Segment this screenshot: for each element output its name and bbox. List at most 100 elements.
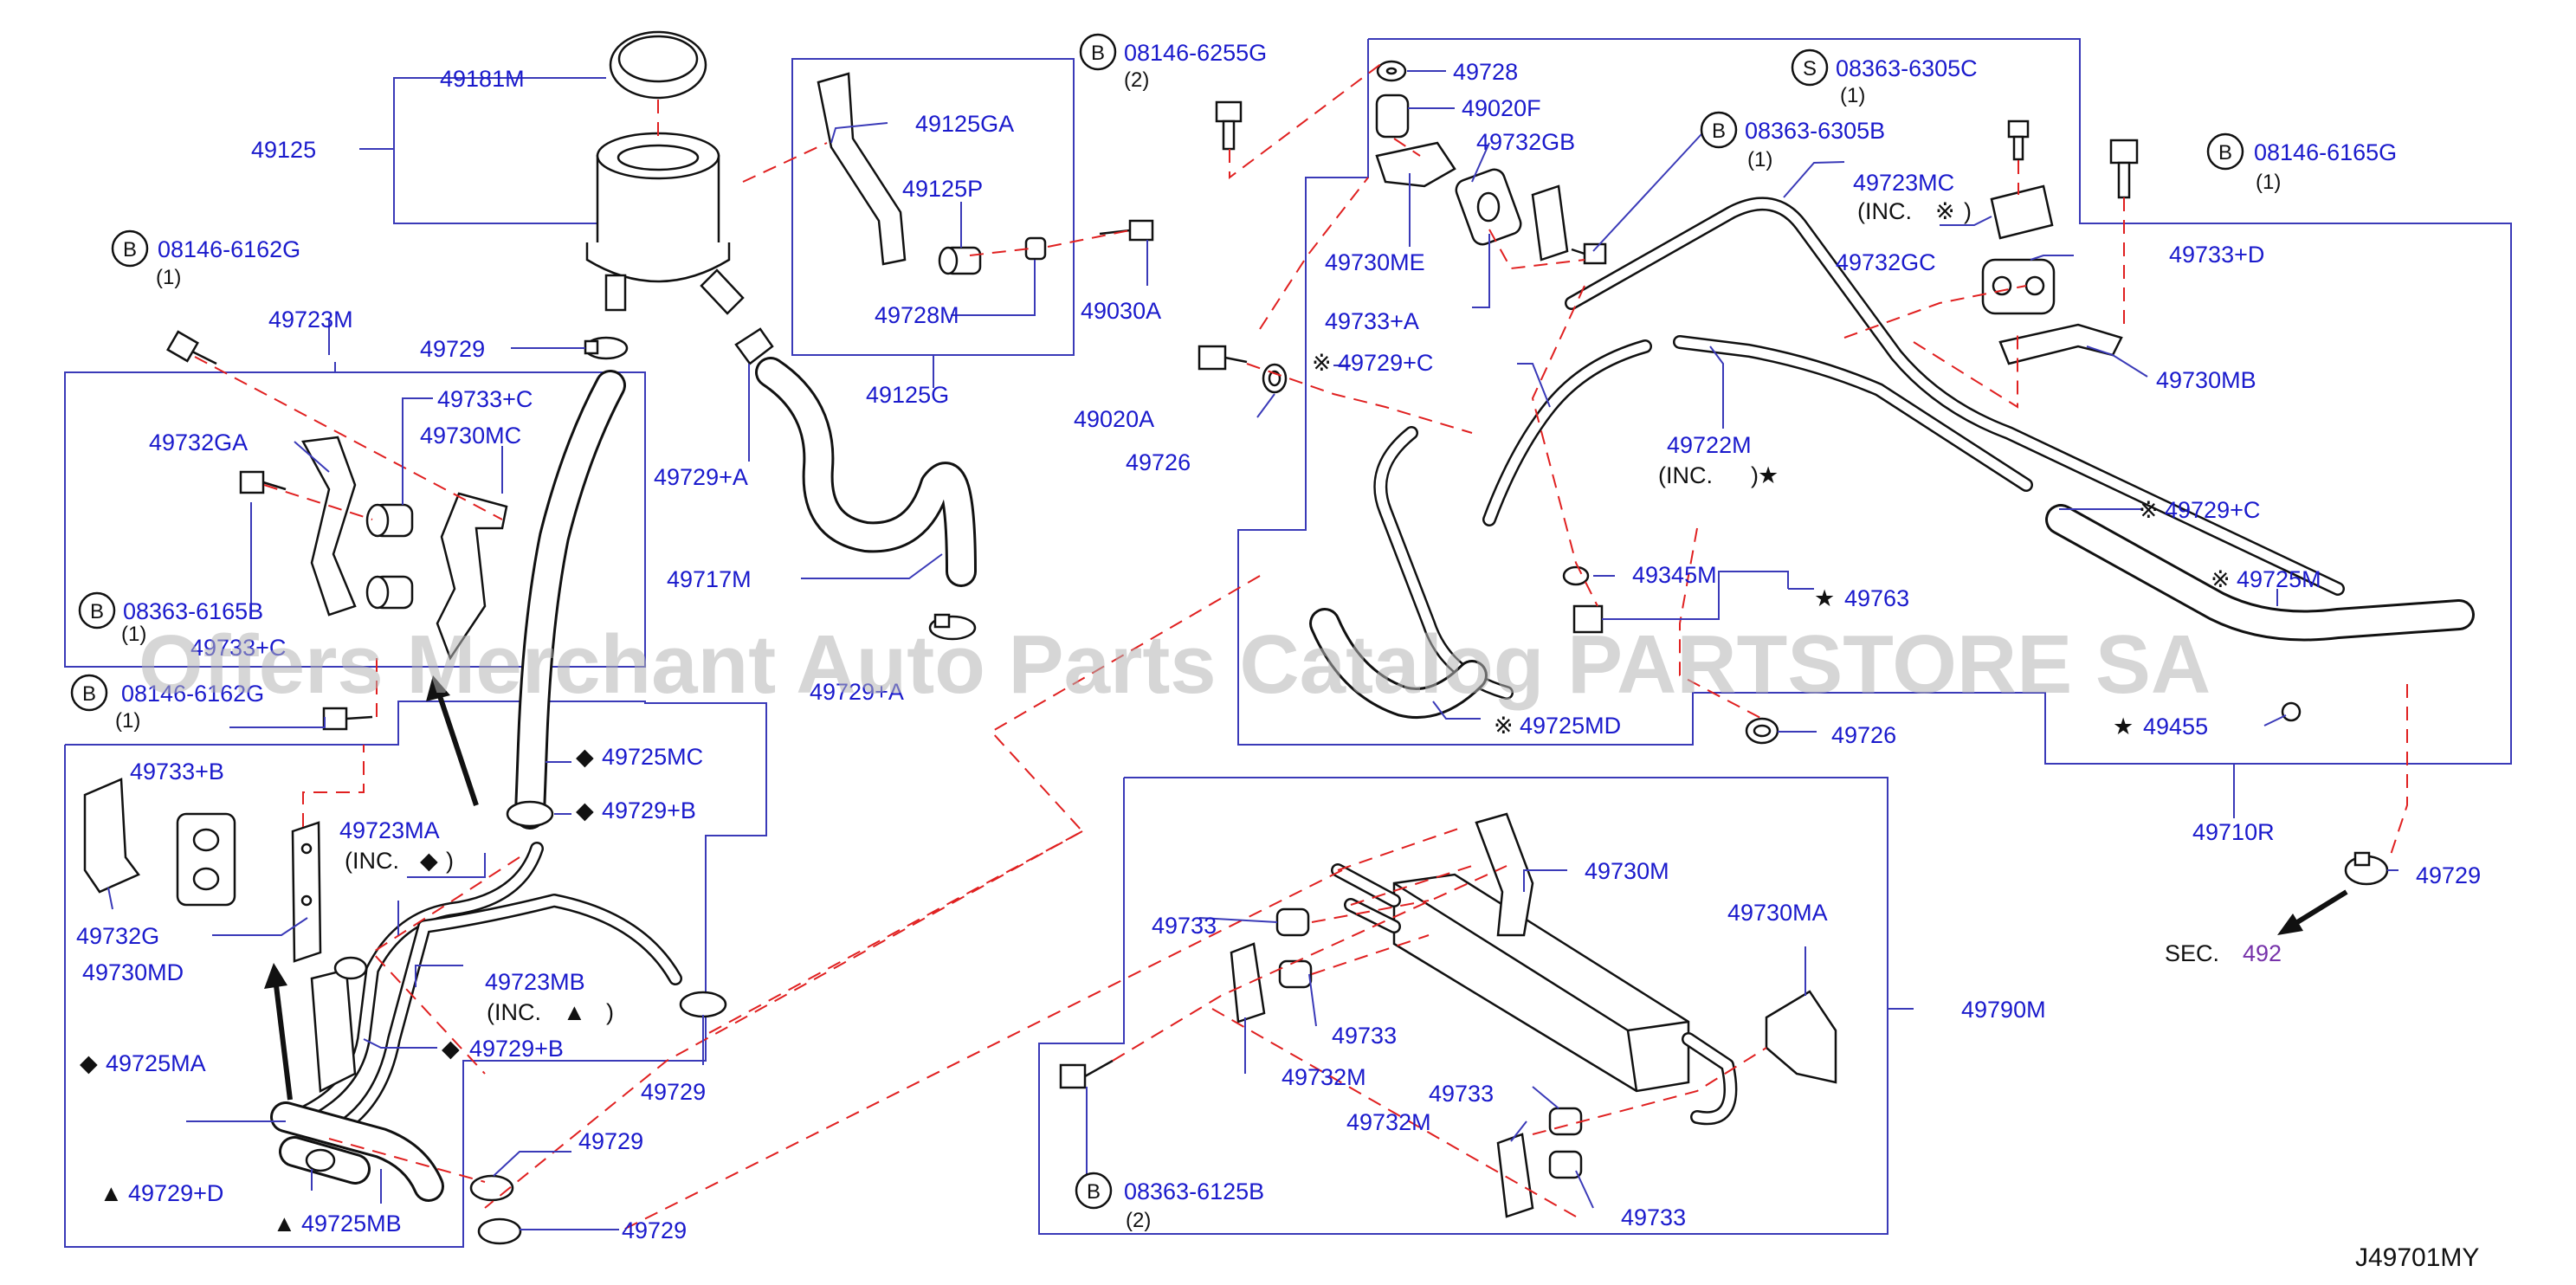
bracket-clip-mid-icon (310, 968, 357, 1093)
label-49733-1: 49733 (1152, 913, 1217, 939)
label-49763: 49763 (1844, 585, 1909, 611)
hose-49725ma-icon (270, 1101, 444, 1202)
label-49729-right: 49729 (2416, 862, 2481, 888)
collar-49728m-icon (1024, 236, 1047, 261)
pressure-hose-49725mc-icon (514, 370, 626, 830)
bolt-symbol-s-1: S (1791, 48, 1829, 87)
hose-clamp-49729a-lower-icon (928, 613, 977, 641)
svg-text:S: S (1803, 57, 1817, 81)
label-49723mc: 49723MC (1853, 170, 1954, 196)
label-49125p: 49125P (902, 176, 983, 202)
bolt-symbol-b-3: B (78, 591, 116, 630)
grommet-49733-c-icon (1548, 1107, 1583, 1136)
svg-text:B: B (123, 238, 137, 262)
label-49725mb: 49725MB (301, 1211, 402, 1237)
grommet-49733-a-icon (1275, 907, 1310, 937)
label-49733-3: 49733 (1429, 1081, 1494, 1107)
label-49020f: 49020F (1462, 95, 1541, 121)
inc-close-49723ma: ) (446, 848, 454, 874)
clamp-49732gb-icon (1455, 168, 1569, 262)
bracket-49732g-icon (83, 778, 140, 894)
label-49732g: 49732G (76, 923, 159, 949)
sec-ref-number[interactable]: 492 (2243, 940, 2282, 966)
label-49181m: 49181M (440, 66, 525, 92)
label-49729c-2: 49729+C (2165, 497, 2260, 523)
watermark-text: Offers Merchant Auto Parts Catalog PARTS… (139, 618, 2211, 711)
label-08146-6162g-top: 08146-6162G (158, 236, 300, 262)
hose-clamp-49729b-mid-icon (333, 956, 368, 980)
label-49730mc: 49730MC (420, 423, 521, 449)
return-hose-49717m-icon (755, 357, 977, 587)
label-49733-2: 49733 (1332, 1023, 1397, 1049)
qty-08363-6165b: (1) (121, 623, 146, 646)
bolt-symbol-b-5: B (1700, 111, 1738, 149)
hose-clamp-49729-bottom2-icon (477, 1217, 522, 1245)
hose-49725md-icon (1309, 608, 1488, 719)
direction-arrow-up-2-icon (264, 963, 293, 1101)
grommet-49125p-icon (938, 246, 982, 275)
qty-08363-6125b: (2) (1126, 1209, 1151, 1232)
bracket-49125ga-icon (817, 72, 907, 266)
label-49717m: 49717M (667, 566, 752, 592)
svg-text:B: B (90, 600, 104, 623)
group-box-49710r (1237, 38, 2512, 765)
label-49723mb: 49723MB (485, 969, 585, 995)
label-49455: 49455 (2143, 714, 2208, 739)
label-49345m: 49345M (1632, 562, 1717, 588)
mark-triangle-49729d: ▲ (100, 1180, 123, 1206)
diagram-code: J49701MY (2355, 1243, 2479, 1272)
grommet-49020f-icon (1375, 94, 1410, 139)
label-49730md: 49730MD (82, 959, 184, 985)
bracket-49730me-icon (1375, 141, 1456, 188)
label-49729b-1: 49729+B (602, 797, 696, 823)
bolt-symbol-b-6: B (2206, 132, 2244, 171)
o-ring-49726-icon (1262, 363, 1288, 394)
bolt-symbol-b-7: B (1075, 1172, 1113, 1210)
mark-note-49725m: ※ (2211, 566, 2231, 592)
label-49733a: 49733+A (1325, 308, 1419, 334)
qty-08363-6305b: (1) (1747, 148, 1772, 171)
label-49725ma: 49725MA (106, 1050, 206, 1076)
bolt-08363-6305b-icon (1571, 242, 1607, 265)
label-08146-6255g: 08146-6255G (1124, 40, 1267, 66)
hose-clamp-49729-mid-icon (679, 991, 727, 1018)
label-49125ga: 49125GA (915, 111, 1014, 137)
grommet-49733c-icon (365, 503, 414, 538)
mark-star-49722m: ★ (1758, 462, 1779, 488)
label-49732gc: 49732GC (1836, 249, 1936, 275)
o-ring-49455-icon (2281, 701, 2302, 722)
label-49733d: 49733+D (2169, 242, 2264, 268)
bolt-08146-6255g-icon (1215, 100, 1243, 151)
label-49733b: 49733+B (130, 759, 224, 785)
bracket-49732m-lower-icon (1496, 1133, 1534, 1218)
hose-clamp-49729b-icon (506, 800, 554, 828)
bolt-08146-6162g-lower-icon (322, 707, 373, 731)
bolt-08363-6305c-icon (2007, 119, 2030, 161)
group-box-49790m (1038, 777, 1888, 1235)
inc-49723mc: (INC. (1857, 198, 1912, 224)
grommet-49733c-lower-icon (365, 575, 414, 610)
label-49125g: 49125G (866, 382, 949, 408)
label-49732gb: 49732GB (1476, 129, 1575, 155)
group-box-49723m (64, 371, 646, 668)
washer-49728-icon (1376, 60, 1407, 82)
bracket-49730mc-icon (436, 492, 508, 661)
mark-note-49729c-2: ※ (2139, 497, 2159, 523)
grommet-49733-b-icon (1278, 959, 1313, 989)
hose-clamp-49729a-icon (734, 327, 774, 365)
label-49730mb: 49730MB (2156, 367, 2256, 393)
direction-arrow-up-1-icon (426, 675, 479, 806)
label-49732m-2: 49732M (1346, 1109, 1431, 1135)
qty-08146-6165g: (1) (2256, 171, 2281, 194)
alignment-lines (194, 60, 2408, 1230)
hose-clamp-49729-icon (584, 336, 629, 360)
reservoir-tank-icon (585, 132, 745, 315)
inc-close-49723mb: ) (606, 999, 614, 1025)
label-08146-6165g: 08146-6165G (2254, 139, 2397, 165)
label-49729c-1: 49729+C (1338, 350, 1433, 376)
inc-close-49722m: ) (1751, 462, 1759, 488)
hose-49725m-icon (2045, 504, 2475, 642)
label-49725m: 49725M (2237, 566, 2321, 592)
grommet-49733b-icon (176, 812, 236, 907)
